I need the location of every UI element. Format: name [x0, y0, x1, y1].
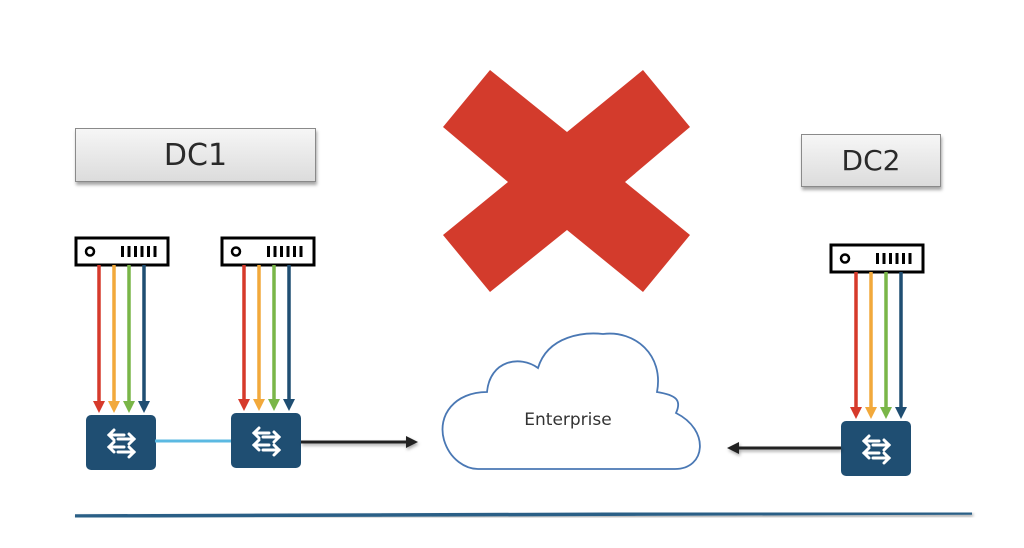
dc2-server-1	[829, 243, 925, 274]
dc2-switch-1	[841, 421, 911, 476]
switch-icon	[841, 421, 911, 476]
dc1-switch-1	[86, 415, 156, 470]
drive-bay-icon	[908, 253, 912, 264]
switch-icon	[86, 415, 156, 470]
arrowhead-icon	[880, 407, 892, 419]
arrowhead-icon	[253, 399, 265, 411]
dc1-switch-2	[231, 413, 301, 468]
lane-arrow	[865, 272, 877, 419]
arrowhead-icon	[123, 401, 135, 413]
arrowhead-icon	[865, 407, 877, 419]
dc1-label: DC1	[75, 128, 316, 182]
drive-bay-icon	[134, 246, 137, 257]
lane-arrow	[895, 272, 907, 419]
baseline-divider	[74, 511, 973, 518]
drive-bay-icon	[267, 246, 270, 257]
lane-arrow	[238, 265, 250, 411]
swap-arrows-icon	[251, 426, 282, 457]
lane-arrow	[108, 265, 120, 413]
arrowhead-icon	[108, 401, 120, 413]
drive-bay-icon	[293, 246, 296, 257]
arrowhead-icon	[727, 442, 739, 454]
drive-bay-icon	[895, 253, 899, 264]
dc1-server-1	[74, 236, 170, 267]
drive-bay-icon	[140, 246, 144, 257]
power-led-icon	[84, 246, 96, 257]
lane-arrow	[880, 272, 892, 419]
arrowhead-icon	[895, 407, 907, 419]
cross-icon	[443, 70, 690, 292]
uplink-dc1	[301, 436, 418, 448]
swap-arrows-icon	[861, 434, 892, 465]
drive-bay-icon	[882, 253, 886, 264]
arrowhead-icon	[850, 407, 862, 419]
drive-bay-icon	[127, 246, 131, 257]
lane-arrow	[93, 265, 105, 413]
arrowhead-icon	[238, 399, 250, 411]
enterprise-cloud: Enterprise	[441, 332, 701, 470]
arrowhead-icon	[406, 436, 418, 448]
power-led-icon	[230, 246, 242, 257]
lane-arrow	[138, 265, 150, 413]
lane-arrow	[123, 265, 135, 413]
drive-bay-icon	[280, 246, 283, 257]
drive-bay-icon	[889, 253, 892, 264]
drive-bay-icon	[902, 253, 905, 264]
arrowhead-icon	[138, 401, 150, 413]
switch-icon	[231, 413, 301, 468]
dc2-label: DC2	[801, 134, 941, 187]
dc1-server-2	[220, 236, 316, 267]
uplink-dc2	[727, 442, 841, 454]
cloud-label: Enterprise	[524, 410, 611, 430]
lane-arrow	[850, 272, 862, 419]
lane-arrow	[268, 265, 280, 411]
drive-bay-icon	[121, 246, 124, 257]
drive-bay-icon	[299, 246, 303, 257]
swap-arrows-icon	[106, 428, 137, 459]
power-led-icon	[839, 253, 851, 264]
drive-bay-icon	[147, 246, 150, 257]
arrowhead-icon	[283, 399, 295, 411]
lane-arrow	[283, 265, 295, 411]
drive-bay-icon	[286, 246, 290, 257]
drive-bay-icon	[273, 246, 277, 257]
drive-bay-icon	[153, 246, 157, 257]
arrowhead-icon	[268, 399, 280, 411]
cloud-icon	[441, 332, 701, 470]
arrowhead-icon	[93, 401, 105, 413]
drive-bay-icon	[876, 253, 879, 264]
lane-arrow	[253, 265, 265, 411]
